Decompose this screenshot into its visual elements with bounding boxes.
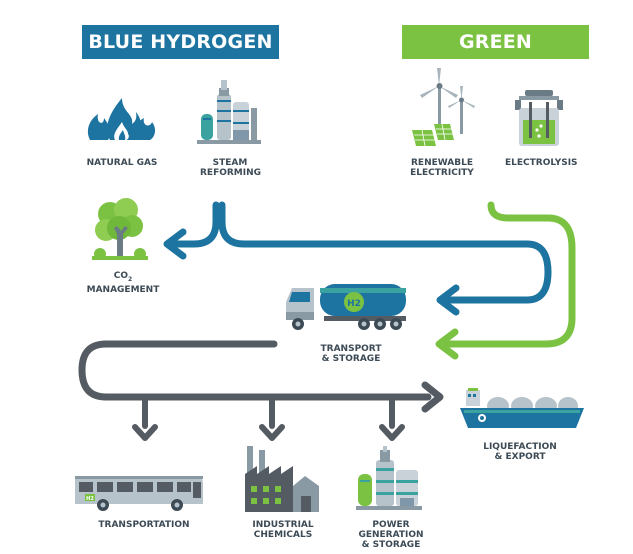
steam-reforming-label: STEAM REFORMING bbox=[200, 158, 262, 178]
electrolyzer-icon bbox=[515, 90, 563, 146]
bus-icon: H2 bbox=[75, 476, 203, 511]
flame-icon bbox=[87, 98, 156, 140]
green-hydrogen-banner: GREEN HYDROGEN bbox=[402, 25, 589, 87]
blue-hydrogen-banner: BLUE HYDROGEN bbox=[82, 25, 279, 59]
arrowhead-co2 bbox=[163, 228, 187, 260]
transport-storage-label: TRANSPORT & STORAGE bbox=[320, 344, 382, 364]
tree-icon bbox=[92, 198, 148, 260]
power-generation-label: POWER GENERATION & STORAGE bbox=[358, 520, 424, 550]
arrowhead-liquefaction bbox=[421, 381, 444, 413]
blue-flow-to-transport bbox=[218, 201, 552, 304]
tanker-truck-icon: H2 bbox=[286, 284, 406, 330]
arrowhead-transport-green bbox=[435, 328, 459, 360]
co2-subscript: 2 bbox=[128, 275, 133, 283]
industrial-chemicals-label: INDUSTRIAL CHEMICALS bbox=[252, 520, 314, 540]
arrowhead-industrial bbox=[259, 424, 285, 441]
electrolysis-label: ELECTROLYSIS bbox=[505, 158, 578, 168]
renewable-electricity-label: RENEWABLE ELECTRICITY bbox=[410, 158, 474, 178]
co2-management-label: CO2 MANAGEMENT bbox=[78, 271, 168, 295]
factory-icon bbox=[245, 446, 319, 512]
transportation-label: TRANSPORTATION bbox=[98, 520, 190, 530]
arrowhead-transport-blue bbox=[436, 284, 460, 316]
lng-ship-icon bbox=[460, 388, 584, 428]
power-plant-icon bbox=[356, 446, 422, 510]
h2-tank-label: H2 bbox=[347, 299, 361, 309]
h2-bus-label: H2 bbox=[86, 496, 94, 502]
wind-turbine-solar-icon bbox=[412, 68, 475, 147]
liquefaction-export-label: LIQUEFACTION & EXPORT bbox=[483, 442, 557, 462]
arrowhead-transportation bbox=[132, 424, 158, 441]
arrowhead-power bbox=[379, 424, 405, 441]
refinery-icon bbox=[197, 80, 261, 144]
natural-gas-label: NATURAL GAS bbox=[86, 158, 158, 168]
blue-flow-to-co2 bbox=[168, 201, 220, 248]
co2-prefix: CO bbox=[113, 271, 129, 281]
co2-suffix: MANAGEMENT bbox=[86, 284, 160, 295]
gray-flow-distribution bbox=[78, 340, 432, 401]
green-flow-to-transport bbox=[440, 201, 576, 348]
